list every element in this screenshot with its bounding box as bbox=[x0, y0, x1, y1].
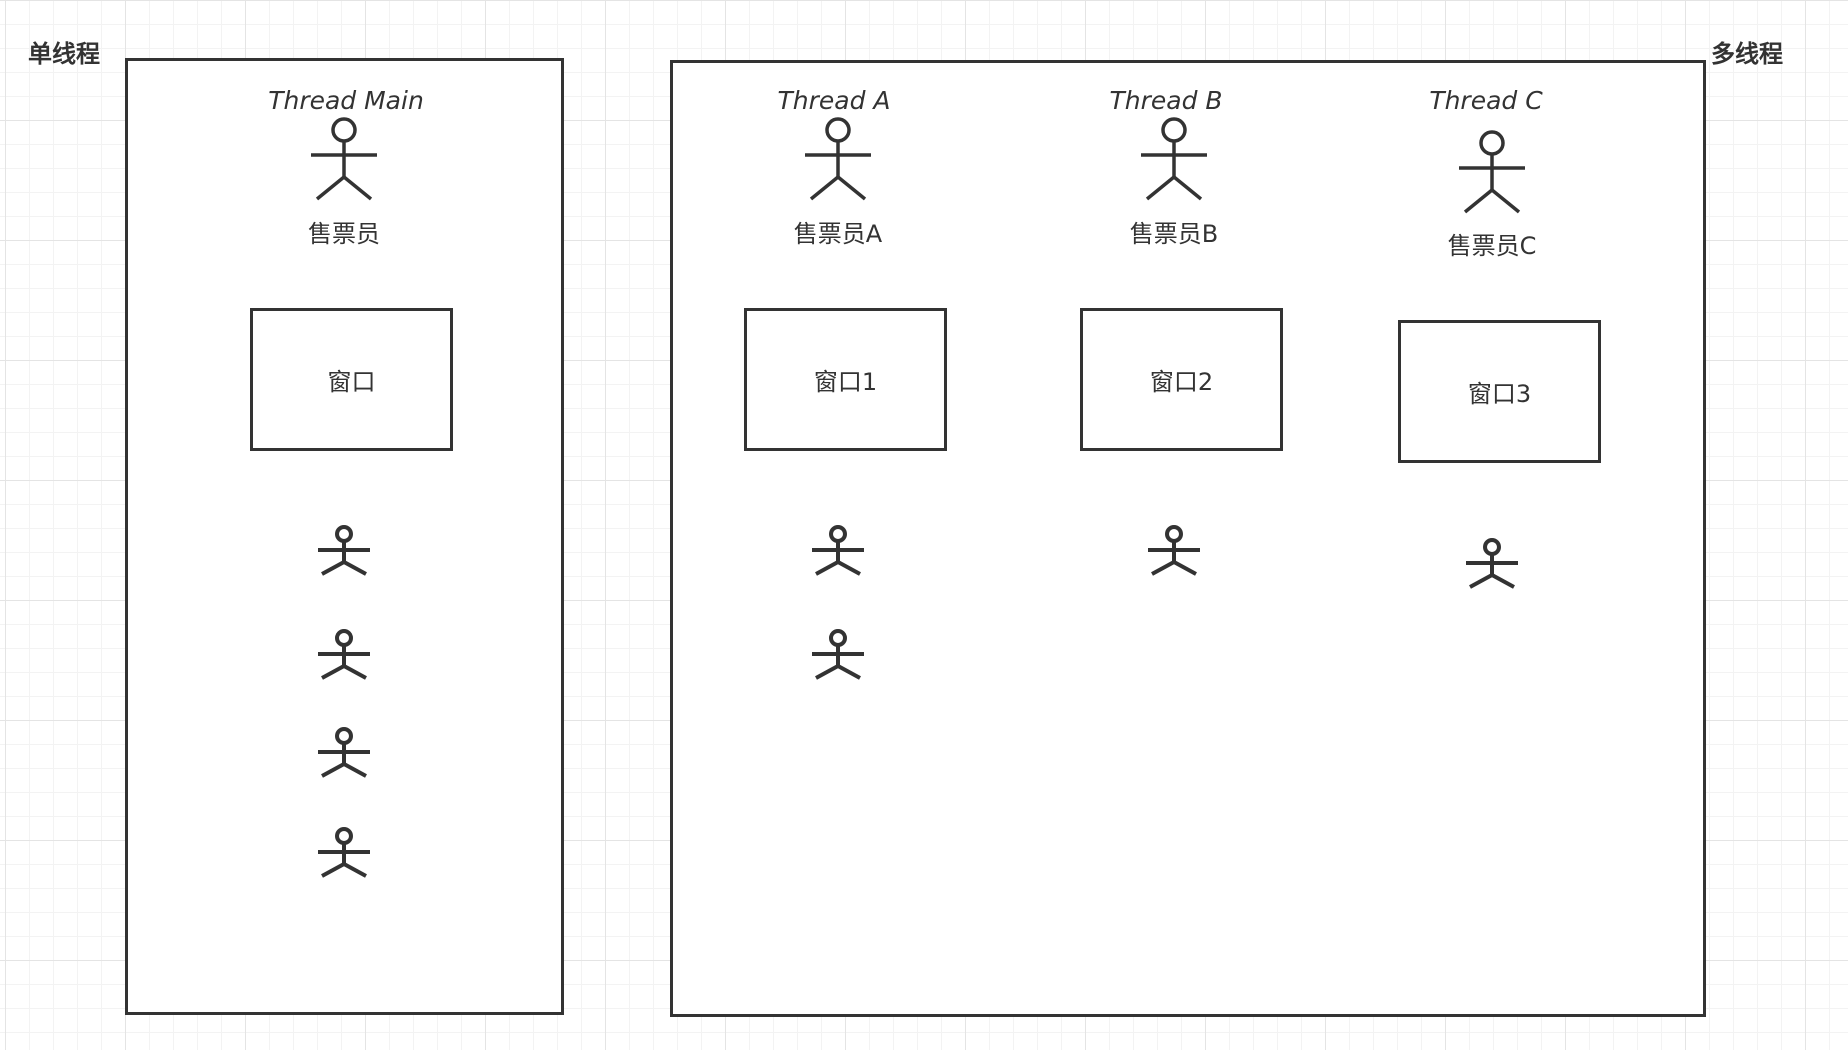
seller-main-icon bbox=[311, 117, 377, 201]
customer-main-1-icon bbox=[318, 525, 370, 576]
customer-c-1-icon bbox=[1466, 538, 1518, 589]
customer-a-1-icon bbox=[812, 525, 864, 576]
customer-a-2-icon bbox=[812, 629, 864, 680]
thread-a-title: Thread A bbox=[777, 86, 891, 115]
customer-main-3-icon bbox=[318, 727, 370, 778]
seller-c-icon bbox=[1459, 130, 1525, 214]
seller-main-label: 售票员 bbox=[308, 220, 380, 248]
seller-b-icon bbox=[1141, 117, 1207, 201]
customer-main-2-icon bbox=[318, 629, 370, 680]
single-thread-label: 单线程 bbox=[28, 40, 100, 68]
customer-b-1-icon bbox=[1148, 525, 1200, 576]
seller-c-label: 售票员C bbox=[1447, 232, 1537, 260]
window-main: 窗口 bbox=[250, 308, 453, 451]
thread-main-title: Thread Main bbox=[268, 86, 424, 115]
customer-main-4-icon bbox=[318, 827, 370, 878]
window-3: 窗口3 bbox=[1398, 320, 1601, 463]
thread-c-title: Thread C bbox=[1429, 86, 1543, 115]
window-2: 窗口2 bbox=[1080, 308, 1283, 451]
seller-b-label: 售票员B bbox=[1129, 220, 1219, 248]
window-1: 窗口1 bbox=[744, 308, 947, 451]
seller-a-icon bbox=[805, 117, 871, 201]
multi-thread-label: 多线程 bbox=[1711, 40, 1783, 68]
thread-b-title: Thread B bbox=[1109, 86, 1223, 115]
seller-a-label: 售票员A bbox=[793, 220, 883, 248]
